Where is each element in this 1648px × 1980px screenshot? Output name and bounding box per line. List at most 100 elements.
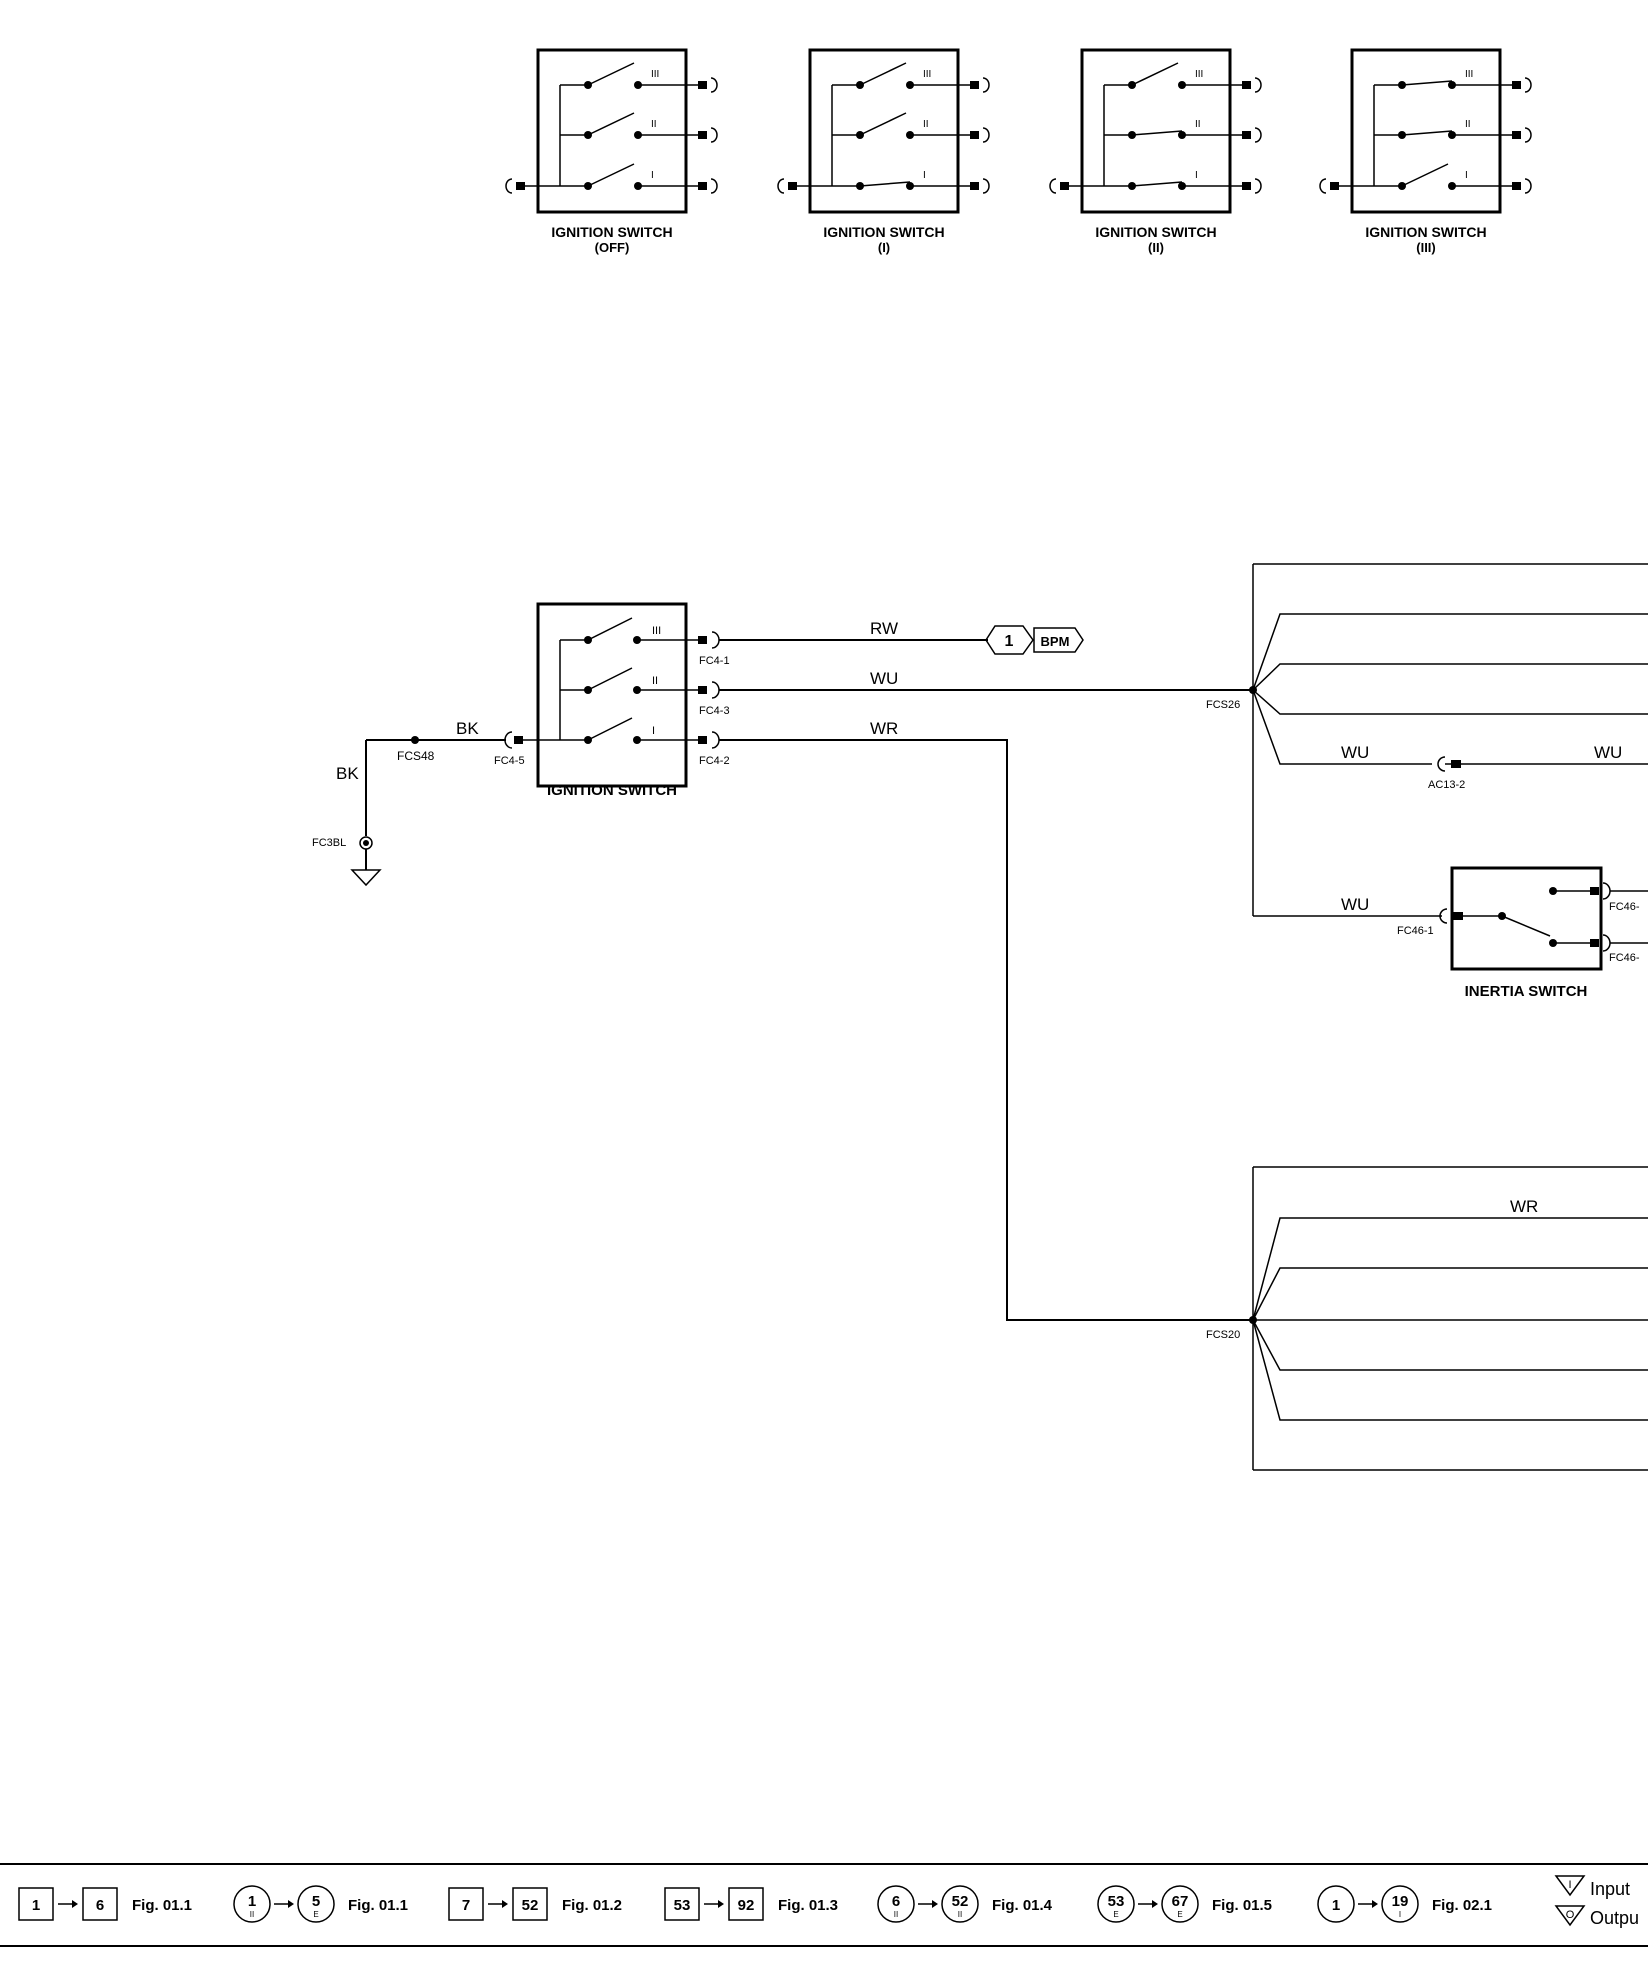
lower-bus: FCS20 WR: [1206, 1166, 1648, 1471]
position-contact-label: II: [651, 119, 657, 130]
legend-ref-number: 52: [952, 1893, 969, 1910]
legend-fig-label: Fig. 01.1: [348, 1897, 408, 1914]
switch-position-title: IGNITION SWITCH: [1095, 224, 1216, 240]
legend-item: 1 19I Fig. 02.1: [1317, 1885, 1492, 1923]
legend-ref-number: 19: [1392, 1893, 1409, 1910]
position-contact-label: II: [1195, 119, 1201, 130]
legend-ref-number: 6: [96, 1897, 104, 1914]
legend-ref-sub: II: [894, 1910, 898, 1919]
splice-label-fcs20: FCS20: [1206, 1329, 1240, 1341]
legend-ref-number: 6: [892, 1893, 900, 1910]
legend-ref-number: 52: [522, 1897, 539, 1914]
ignition-switch-box: [536, 602, 688, 788]
switch-position-state: (III): [1416, 240, 1436, 255]
legend-ref-number: 1: [32, 1897, 40, 1914]
position-contact-label: III: [1195, 69, 1203, 80]
legend-ref-sub: E: [1113, 1910, 1118, 1919]
upper-bus: FCS26 WU WU AC13-2 WU: [1206, 563, 1648, 917]
switch-position-title: IGNITION SWITCH: [1365, 224, 1486, 240]
legend-item: 53 92 Fig. 01.3: [664, 1887, 838, 1921]
contact-label-i: I: [652, 725, 655, 737]
wire-label-wu: WU: [870, 669, 898, 688]
splice-fcs48: [411, 736, 419, 744]
legend-ref-number: 1: [248, 1893, 256, 1910]
legend-ref-number: 53: [1108, 1893, 1125, 1910]
switch-output-wires: RW 1 BPM WU WR: [719, 619, 1253, 1321]
pin-fc4-3: FC4-3: [699, 705, 730, 717]
legend-ref-number: 1: [1332, 1897, 1340, 1914]
legend-ref-number: 53: [674, 1897, 691, 1914]
pin-fc46-out1: FC46-: [1609, 901, 1640, 913]
connector-ac13-2: AC13-2: [1428, 779, 1465, 791]
legend-fig-label: Fig. 01.3: [778, 1897, 838, 1914]
legend-ref-sub: I: [1399, 1910, 1401, 1919]
inertia-switch-title: INERTIA SWITCH: [1465, 983, 1588, 1000]
main-ignition-switch: III II I FC4-1 FC4-3 FC4-2 FC4-5 IGNITIO…: [494, 602, 730, 799]
pin-fc4-1: FC4-1: [699, 655, 730, 667]
legend-fig-label: Fig. 01.4: [992, 1897, 1053, 1914]
legend-ref-number: 92: [738, 1897, 755, 1914]
legend-ref-sub: E: [313, 1910, 318, 1919]
ignition-switch-title: IGNITION SWITCH: [547, 782, 677, 799]
wire-label-wr: WR: [870, 719, 898, 738]
legend-item: 1 6 Fig. 01.1: [18, 1887, 192, 1921]
ground-label-fc3bl: FC3BL: [312, 837, 346, 849]
wire-label-wu-2: WU: [1594, 743, 1622, 762]
legend-fig-label: Fig. 02.1: [1432, 1897, 1492, 1914]
contact-label-ii: II: [652, 675, 658, 687]
wire-label-bk-v: BK: [336, 764, 359, 783]
legend-ref-sub: II: [958, 1910, 962, 1919]
legend-ref-number: 5: [312, 1893, 320, 1910]
legend-ref-number: 67: [1172, 1893, 1189, 1910]
legend-input-label: Input: [1590, 1879, 1630, 1899]
position-contact-label: I: [1465, 170, 1468, 181]
wire-label-wu-1: WU: [1341, 743, 1369, 762]
legend-ref-number: 7: [462, 1897, 470, 1914]
legend-item: 1II 5E Fig. 01.1: [233, 1885, 408, 1923]
pin-fc46-1: FC46-1: [1397, 925, 1434, 937]
wire-label-wu-3: WU: [1341, 895, 1369, 914]
position-contact-label: III: [651, 69, 659, 80]
splice-label-fcs26: FCS26: [1206, 699, 1240, 711]
contact-label-iii: III: [652, 625, 661, 637]
legend-fig-label: Fig. 01.2: [562, 1897, 622, 1914]
bpm-ref-label: 1: [1005, 633, 1014, 650]
wire-label-bk-h: BK: [456, 719, 479, 738]
switch-position-title: IGNITION SWITCH: [551, 224, 672, 240]
bpm-ref-number: [985, 625, 1034, 655]
position-contact-label: II: [923, 119, 929, 130]
position-contact-label: I: [1195, 170, 1198, 181]
pin-fc4-5: FC4-5: [494, 755, 525, 767]
wire-label-rw: RW: [870, 619, 898, 638]
legend-ref-sub: II: [250, 1910, 254, 1919]
legend-item: 7 52 Fig. 01.2: [448, 1887, 622, 1921]
output-symbol: [1554, 1905, 1586, 1927]
switch-position-title: IGNITION SWITCH: [823, 224, 944, 240]
legend-fig-label: Fig. 01.1: [132, 1897, 192, 1914]
position-contact-label: III: [923, 69, 931, 80]
bpm-tag: [1033, 627, 1084, 653]
position-contact-label: II: [1465, 119, 1471, 130]
output-symbol-label: O: [1566, 1909, 1575, 1921]
ground-circuit: FCS48 BK BK FC3BL: [312, 719, 506, 887]
bpm-tag-label: BPM: [1041, 634, 1070, 649]
legend-ref-sub: E: [1177, 1910, 1182, 1919]
pin-fc4-2: FC4-2: [699, 755, 730, 767]
position-contact-label: I: [651, 170, 654, 181]
inertia-switch-box: [1450, 866, 1603, 971]
pin-fc46-out2: FC46-: [1609, 952, 1640, 964]
position-contact-label: I: [923, 170, 926, 181]
switch-position-state: (II): [1148, 240, 1164, 255]
wire-label-wr-bus: WR: [1510, 1197, 1538, 1216]
switch-position-state: (I): [878, 240, 890, 255]
